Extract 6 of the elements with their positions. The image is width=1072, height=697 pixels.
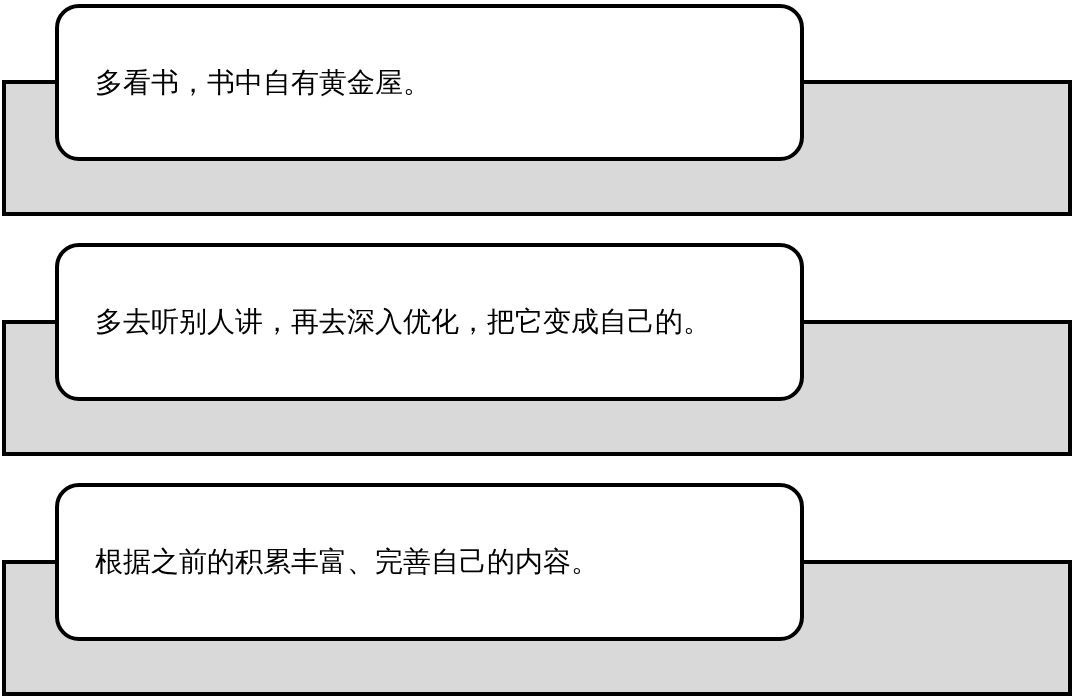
rounded-box — [55, 243, 804, 401]
note-text: 根据之前的积累丰富、完善自己的内容。 — [95, 545, 599, 579]
note-text: 多看书，书中自有黄金屋。 — [95, 65, 431, 100]
note-text: 多去听别人讲，再去深入优化，把它变成自己的。 — [95, 305, 711, 339]
rounded-box — [55, 4, 804, 161]
rounded-box — [55, 483, 804, 641]
